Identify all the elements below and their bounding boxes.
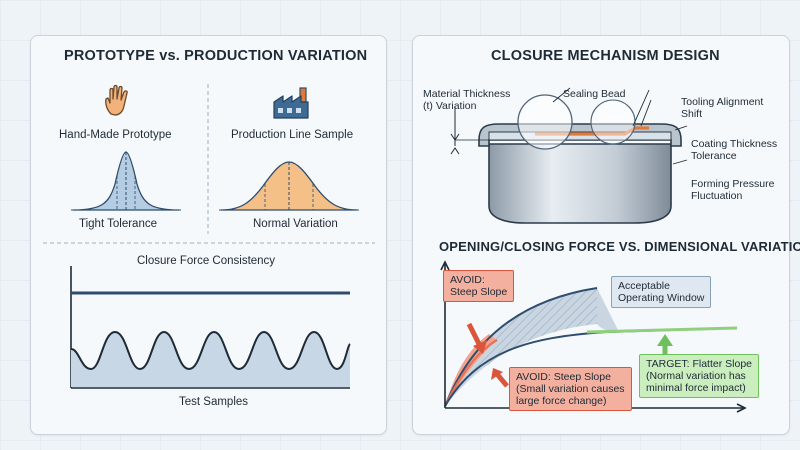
tooling-alignment-label: Tooling Alignment Shift xyxy=(681,96,763,120)
graph-y-arrow xyxy=(440,260,450,271)
pressure-line-2: Fluctuation xyxy=(691,190,743,202)
window-line-1: Acceptable xyxy=(618,280,670,292)
avoid-top-arrowhead xyxy=(473,340,487,354)
tight-tolerance-caption: Tight Tolerance xyxy=(79,218,157,230)
pressure-line-1: Forming Pressure xyxy=(691,178,775,190)
target-line-3: minimal force impact) xyxy=(646,382,746,394)
hand-icon xyxy=(105,84,128,116)
graph-x-arrow xyxy=(736,403,747,413)
avoid-bottom-callout: AVOID: Steep Slope (Small variation caus… xyxy=(509,367,632,411)
coating-thickness-label: Coating Thickness Tolerance xyxy=(691,138,777,162)
coating-line-1: Coating Thickness xyxy=(691,138,778,150)
steep-region-fill xyxy=(445,334,497,406)
consistency-xlabel: Test Samples xyxy=(179,396,249,408)
consistency-chart xyxy=(70,266,351,389)
target-line-1: TARGET: Flatter Slope xyxy=(646,358,753,370)
production-force-wave xyxy=(70,330,351,371)
operating-window-hatch xyxy=(445,288,597,406)
steep-curve-upper xyxy=(444,287,598,407)
coating-line-2: Tolerance xyxy=(691,150,737,162)
avoid-top-line-1: AVOID: xyxy=(450,274,485,286)
window-line-2: Operating Window xyxy=(618,292,705,304)
forming-pressure-label: Forming Pressure Fluctuation xyxy=(691,178,774,202)
avoid-bottom-arrow xyxy=(495,372,509,388)
prototype-label: Hand-Made Prototype xyxy=(59,129,172,141)
closure-mechanism-panel: CLOSURE MECHANISM DESIGN xyxy=(412,35,800,435)
thickness-label: Material Thickness (t) Variation xyxy=(423,88,510,112)
factory-icon xyxy=(273,87,309,119)
avoid-bottom-arrowhead xyxy=(491,368,503,380)
avoid-top-line-2: Steep Slope xyxy=(450,286,508,298)
left-panel-title: PROTOTYPE vs. PRODUCTION VARIATION xyxy=(64,48,368,64)
tooling-line-2: Shift xyxy=(681,108,703,120)
target-arrowhead xyxy=(657,334,673,346)
prototype-vs-production-panel: PROTOTYPE vs. PRODUCTION VARIATION Hand-… xyxy=(30,35,387,435)
consistency-title: Closure Force Consistency xyxy=(137,255,276,267)
tooling-line-1: Tooling Alignment xyxy=(681,96,764,108)
production-force-fill xyxy=(71,332,350,387)
right-panel-title: CLOSURE MECHANISM DESIGN xyxy=(491,48,720,64)
divider-vertical xyxy=(207,84,209,234)
closure-mechanism-illustration xyxy=(450,87,688,224)
tight-tolerance-curve xyxy=(71,151,181,211)
target-line-2: (Normal variation has xyxy=(646,370,746,382)
thickness-line-1: Material Thickness xyxy=(423,88,511,100)
operating-window-edge xyxy=(597,288,619,332)
normal-variation-caption: Normal Variation xyxy=(253,218,338,230)
target-callout: TARGET: Flatter Slope (Normal variation … xyxy=(639,354,760,398)
normal-variation-curve xyxy=(219,161,359,211)
force-graph-title: OPENING/CLOSING FORCE VS. DIMENSIONAL VA… xyxy=(439,239,800,254)
avoid-bottom-line-2: (Small variation causes xyxy=(516,383,625,395)
thickness-line-2: (t) Variation xyxy=(423,100,477,112)
production-label: Production Line Sample xyxy=(231,129,354,141)
divider-horizontal xyxy=(43,242,375,244)
avoid-top-callout: AVOID: Steep Slope xyxy=(443,270,515,302)
target-flat-segment xyxy=(586,326,738,334)
sealing-bead-label: Sealing Bead xyxy=(563,88,626,100)
operating-window-callout: Acceptable Operating Window xyxy=(611,276,712,308)
avoid-bottom-line-1: AVOID: Steep Slope xyxy=(516,371,611,383)
avoid-bottom-line-3: large force change) xyxy=(516,395,607,407)
